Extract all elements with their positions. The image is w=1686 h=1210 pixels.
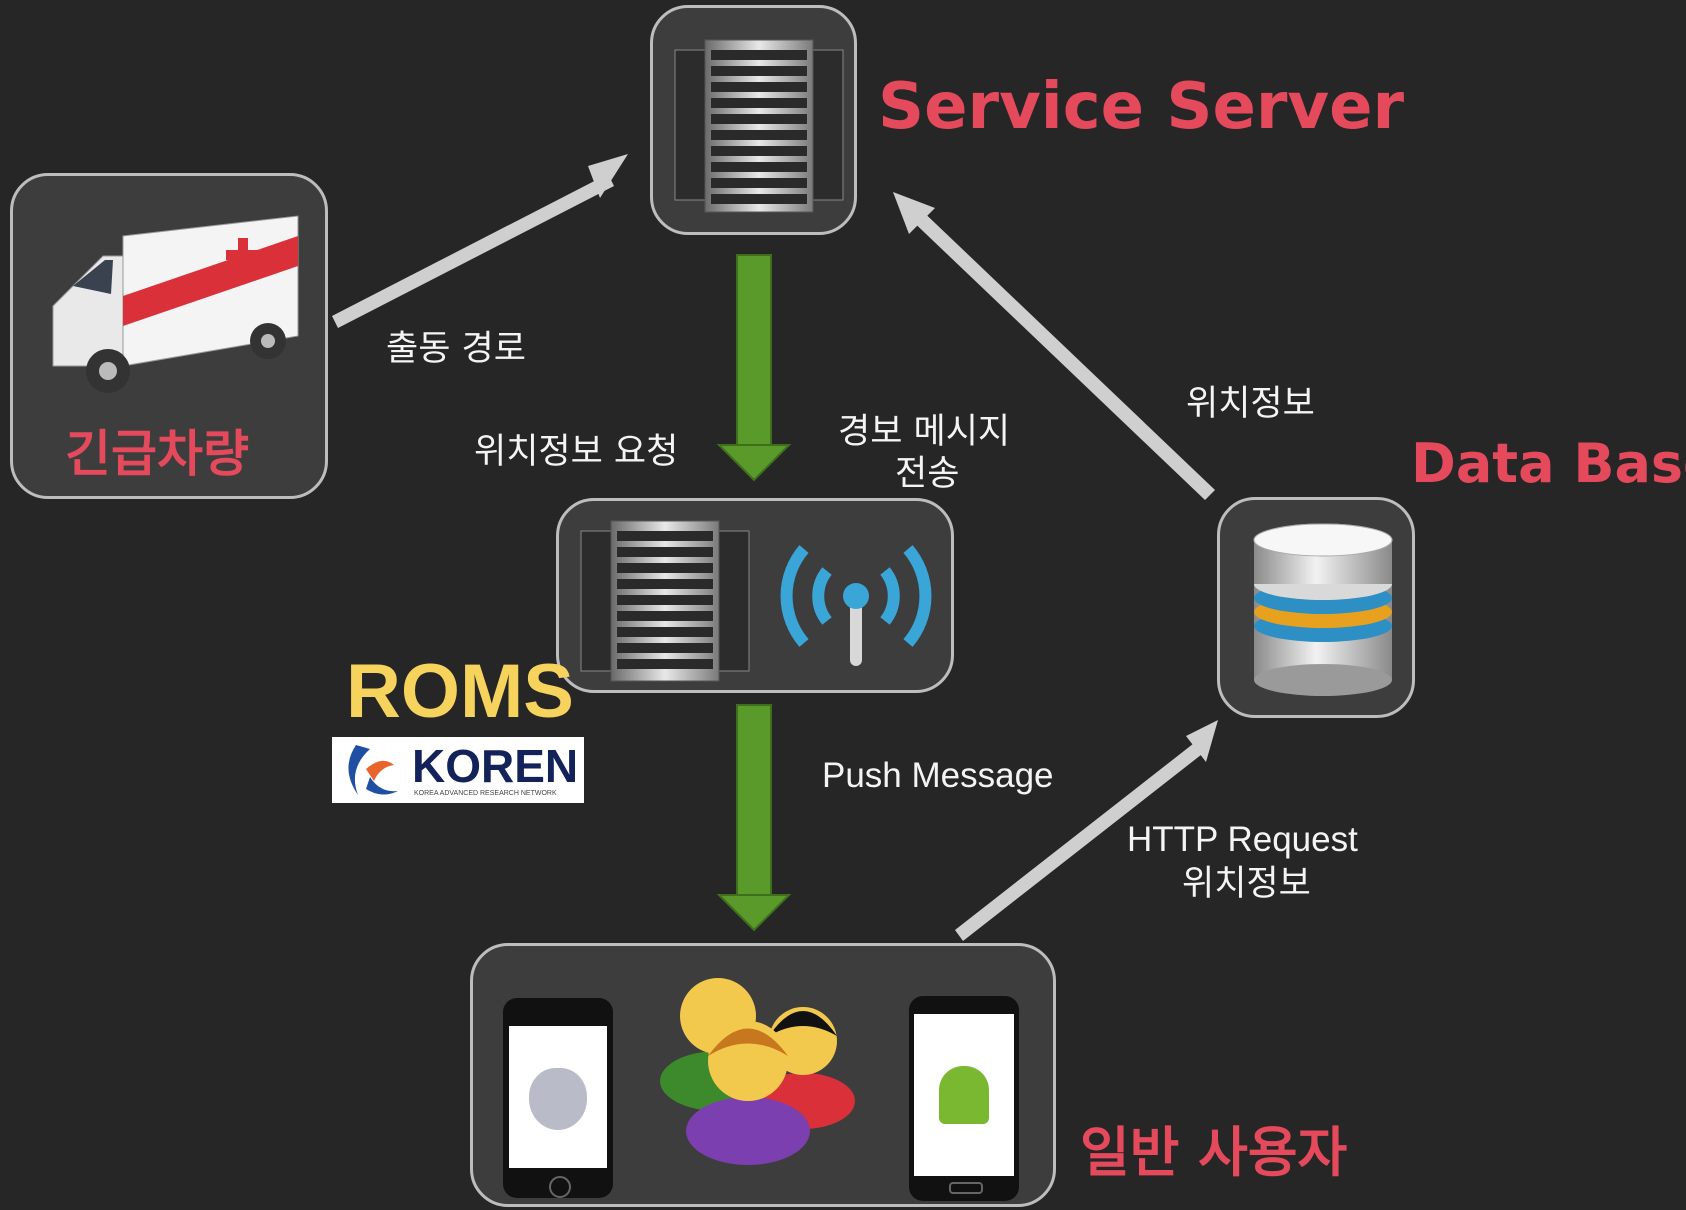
roms-label: ROMS <box>346 649 574 734</box>
koren-logo: KOREN KOREA ADVANCED RESEARCH NETWORK <box>332 737 584 803</box>
alert-message-caption-line1: 경보 메시지 <box>838 412 1011 452</box>
location-request-caption: 위치정보 요청 <box>474 432 679 472</box>
koren-logo-icon <box>348 745 398 795</box>
users-label: 일반 사용자 <box>1080 1121 1348 1184</box>
database-label: Data Base <box>1411 432 1686 495</box>
android-device <box>909 996 1019 1201</box>
arrow-db-to-server <box>893 192 1215 500</box>
service-server-node <box>650 5 857 235</box>
http-request-caption-line2: 위치정보 <box>1182 864 1311 904</box>
database-node <box>1217 497 1415 718</box>
android-icon <box>939 1066 989 1124</box>
users-group-icon <box>660 978 855 1165</box>
roms-node <box>556 498 954 693</box>
arrow-roms-to-users <box>716 704 792 932</box>
ambulance-icon <box>52 215 299 393</box>
arrow-ambulance-to-server <box>332 154 628 328</box>
db-location-caption: 위치정보 <box>1186 384 1315 424</box>
ambulance-node: 긴급차량 <box>10 173 328 499</box>
alert-message-caption-line2: 전송 <box>895 454 960 494</box>
arrow-server-to-roms <box>716 254 792 482</box>
http-request-caption-line1: HTTP Request <box>1127 820 1358 859</box>
service-server-label: Service Server <box>878 70 1405 144</box>
push-message-caption: Push Message <box>822 756 1054 795</box>
apple-icon <box>529 1068 587 1130</box>
koren-logo-subtext: KOREA ADVANCED RESEARCH NETWORK <box>414 790 557 797</box>
arrow-users-to-db <box>955 720 1218 941</box>
roms-server-icon <box>580 520 750 682</box>
wireless-signal-icon <box>780 545 932 666</box>
ambulance-label: 긴급차량 <box>65 425 249 483</box>
users-node <box>470 943 1056 1207</box>
dispatch-route-caption: 출동 경로 <box>386 329 526 369</box>
iphone-device <box>503 998 613 1198</box>
database-icon <box>1253 523 1393 696</box>
server-rack-icon <box>674 39 844 213</box>
koren-logo-text: KOREN <box>412 740 579 792</box>
